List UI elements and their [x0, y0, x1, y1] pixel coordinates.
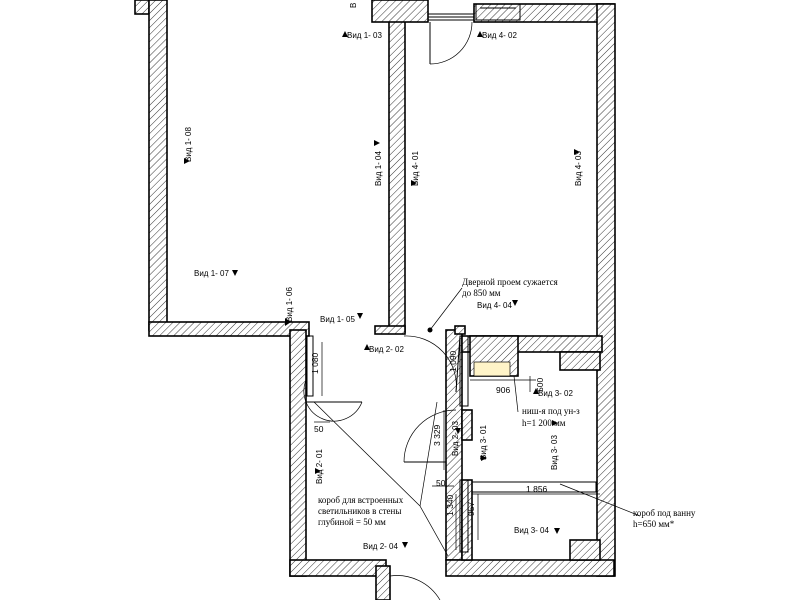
- view-label: Вид 4- 03: [574, 151, 583, 186]
- dimension-numbers: 1 080 1 090 906 500 50 3 329 50 1 340 1 …: [310, 350, 548, 516]
- wall-right-outer: [596, 3, 616, 577]
- dim-label: 1 090: [448, 350, 458, 372]
- view-label: Вид 3- 04: [514, 526, 549, 535]
- view-label: Вид 1- 05: [320, 315, 355, 324]
- wall-top-mid: [371, 0, 429, 23]
- view-label: Вид 2- 04: [363, 542, 398, 551]
- box-note-line3: глубиной = 50 мм: [318, 517, 386, 527]
- wall-room2-left: [289, 329, 307, 577]
- jamb-bottom-left: [375, 565, 391, 600]
- view-label: Вид 2- 03: [451, 421, 460, 456]
- wall-bath-right-notch: [559, 351, 601, 371]
- door-note-line1: Дверной проем сужается: [462, 277, 558, 287]
- wall-bath-inner-left: [461, 409, 473, 441]
- dim-label: 500: [535, 378, 545, 392]
- view-label: Вид 3- 01: [479, 425, 488, 460]
- builtin-boxes: [306, 335, 597, 553]
- view-arrows: [184, 31, 580, 548]
- annotations: Дверной проем сужается до 850 мм ниш-я п…: [318, 277, 696, 529]
- wall-room1-left: [148, 0, 168, 331]
- walls: [134, 0, 616, 600]
- view-markers: Вид 1- 03 Вид 4- 02 Вид 1- 08 Вид 1- 04 …: [184, 3, 583, 551]
- bath-note-line2: h=650 мм*: [633, 519, 675, 529]
- niche-note-line1: ниш-я под ун-з: [522, 406, 580, 416]
- leader-lines: [313, 287, 641, 557]
- dim-label: 1 340: [445, 494, 455, 516]
- niche: [473, 361, 511, 377]
- doors: [303, 21, 473, 600]
- view-label: В: [349, 3, 358, 8]
- dim-label: 3 329: [432, 424, 442, 446]
- view-label: Вид 1- 04: [374, 151, 383, 186]
- wall-partition-1-4: [388, 0, 406, 333]
- view-label: Вид 4- 04: [477, 301, 512, 310]
- wall-top-left-stub: [134, 0, 150, 15]
- dim-label: 906: [496, 385, 510, 395]
- box-note-line2: светильников в стены: [318, 506, 401, 516]
- dim-label: 1 080: [310, 352, 320, 374]
- view-label: Вид 3- 02: [538, 389, 573, 398]
- view-label: Вид 2- 01: [315, 449, 324, 484]
- wall-bath-lower-left: [461, 479, 473, 561]
- dim-label: 50: [314, 424, 324, 434]
- box-note-line1: короб для встроенных: [318, 495, 404, 505]
- view-label: Вид 1- 08: [184, 127, 193, 162]
- top-window: [427, 3, 521, 21]
- view-label: Вид 1- 07: [194, 269, 229, 278]
- wall-room1-bottom: [148, 321, 310, 337]
- jamb-room4: [454, 325, 466, 335]
- wall-room2-bottom: [289, 559, 387, 577]
- door-note-line2: до 850 мм: [462, 288, 501, 298]
- view-label: Вид 4- 02: [482, 31, 517, 40]
- dim-label: 1 856: [526, 484, 548, 494]
- dim-label: 957: [466, 502, 476, 516]
- view-label: Вид 2- 02: [369, 345, 404, 354]
- view-label: Вид 4- 01: [411, 151, 420, 186]
- niche-note-line2: h=1 200 мм: [522, 418, 566, 428]
- dimension-lines: [314, 340, 600, 550]
- dim-label: 50: [436, 478, 446, 488]
- view-label: Вид 3- 03: [550, 435, 559, 470]
- view-label: Вид 1- 06: [285, 287, 294, 322]
- wall-top-right: [473, 3, 615, 23]
- view-label: Вид 1- 03: [347, 31, 382, 40]
- bath-note-line1: короб под ванну: [633, 508, 696, 518]
- jamb-room1: [374, 325, 406, 335]
- wall-bath-step: [569, 539, 601, 561]
- wall-bath-bottom: [445, 559, 615, 577]
